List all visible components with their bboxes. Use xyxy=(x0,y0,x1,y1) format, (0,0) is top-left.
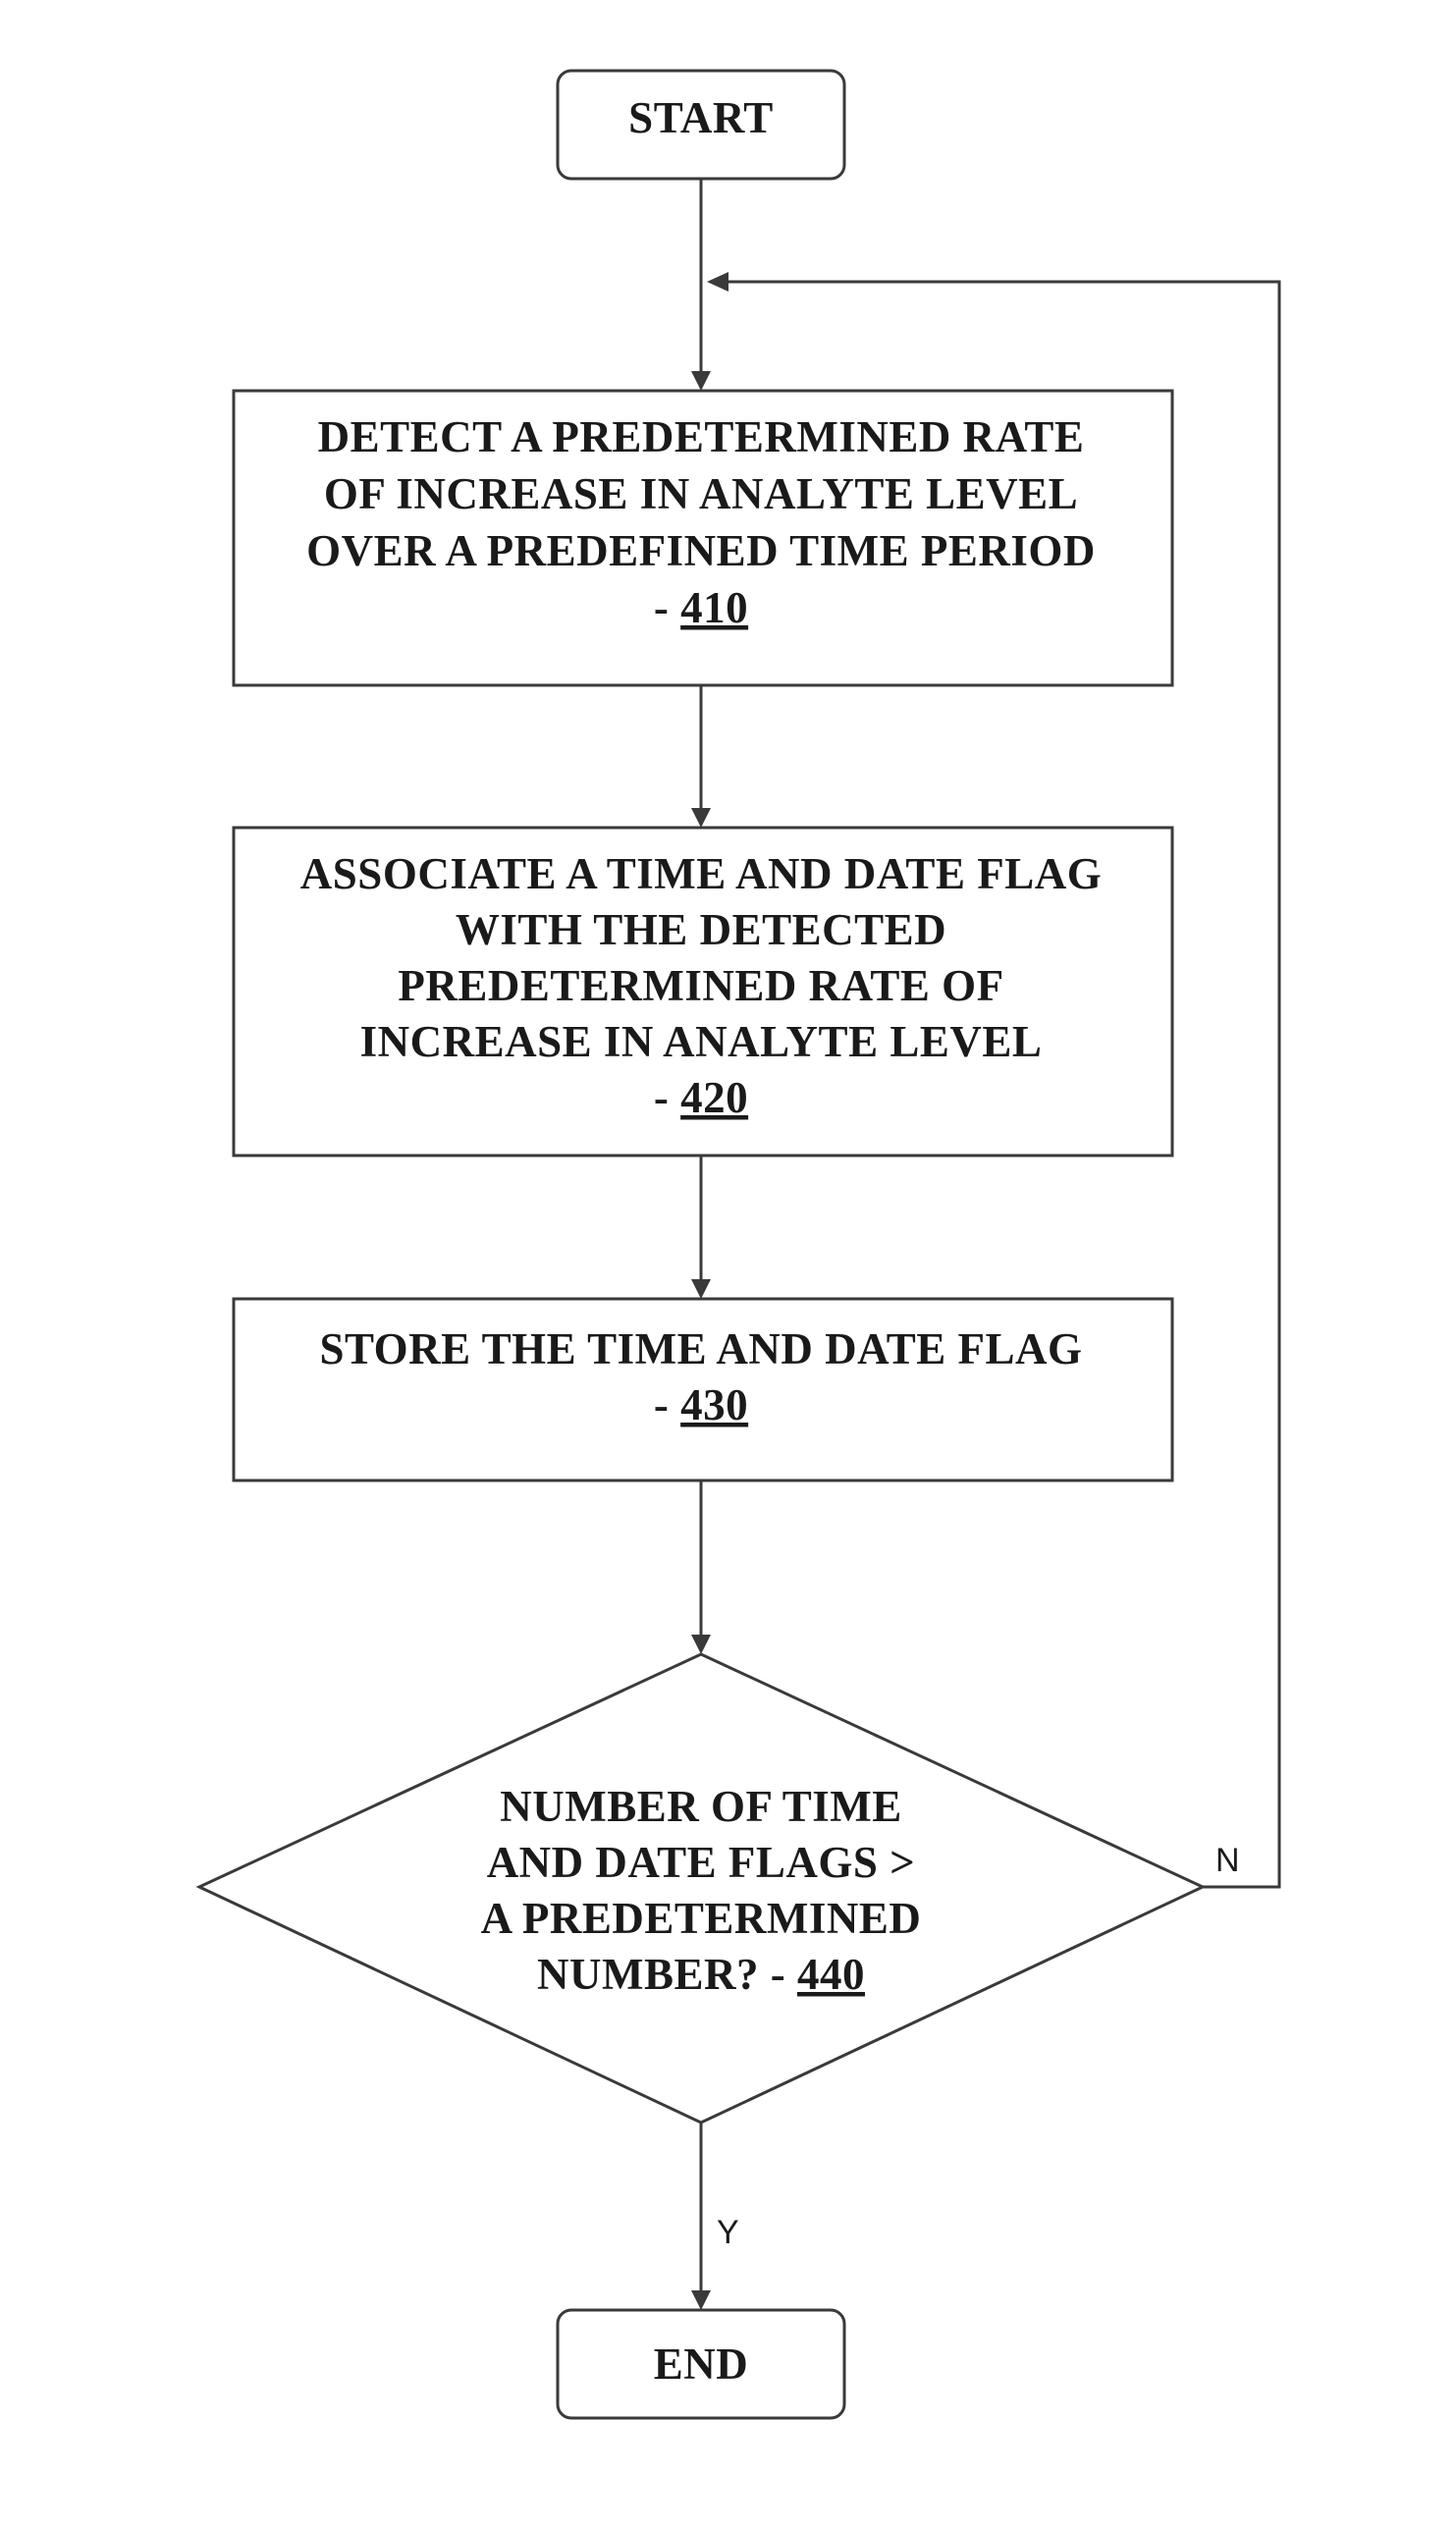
step-420-ref: 420 xyxy=(680,1073,748,1122)
process-step-420: ASSOCIATE A TIME AND DATE FLAG WITH THE … xyxy=(234,828,1172,1156)
step-410-line-2: OF INCREASE IN ANALYTE LEVEL xyxy=(324,469,1078,518)
decision-440-line-2: AND DATE FLAGS > xyxy=(487,1838,916,1887)
step-420-line-4: INCREASE IN ANALYTE LEVEL xyxy=(360,1017,1043,1066)
process-step-430: STORE THE TIME AND DATE FLAG - 430 xyxy=(234,1299,1172,1480)
process-step-410: DETECT A PREDETERMINED RATE OF INCREASE … xyxy=(234,391,1172,685)
decision-440-line-1: NUMBER OF TIME xyxy=(500,1782,902,1831)
arrowhead-440 xyxy=(691,1635,711,1654)
step-410-line-3: OVER A PREDEFINED TIME PERIOD xyxy=(306,526,1096,575)
branch-label-yes: Y xyxy=(717,2214,739,2251)
step-410-ref-line: - 410 xyxy=(654,583,748,632)
step-420-line-2: WITH THE DETECTED xyxy=(456,905,946,954)
decision-diamond-440 xyxy=(199,1654,1203,2123)
decision-440-ref: 440 xyxy=(797,1950,865,1999)
arrowhead-loop-entry xyxy=(707,272,728,292)
arrowhead-420 xyxy=(691,808,711,828)
step-410-line-1: DETECT A PREDETERMINED RATE xyxy=(318,412,1085,461)
end-label: END xyxy=(654,2340,749,2389)
step-420-ref-line: - 420 xyxy=(654,1073,748,1122)
step-410-ref: 410 xyxy=(680,583,748,632)
step-420-line-3: PREDETERMINED RATE OF xyxy=(398,961,1003,1010)
arrowhead-410 xyxy=(691,371,711,391)
decision-440-ref-line: NUMBER? - 440 xyxy=(537,1950,865,1999)
branch-label-no: N xyxy=(1215,1842,1240,1879)
step-430-line-1: STORE THE TIME AND DATE FLAG xyxy=(319,1324,1082,1373)
arrowhead-end xyxy=(691,2290,711,2310)
step-410-prefix: - xyxy=(654,583,680,632)
step-430-prefix: - xyxy=(654,1380,680,1429)
arrowhead-430 xyxy=(691,1279,711,1299)
step-420-line-1: ASSOCIATE A TIME AND DATE FLAG xyxy=(300,849,1102,898)
decision-440: NUMBER OF TIME AND DATE FLAGS > A PREDET… xyxy=(199,1654,1203,2123)
decision-440-prefix: NUMBER? - xyxy=(537,1950,797,1999)
step-430-ref: 430 xyxy=(680,1380,748,1429)
step-430-ref-line: - 430 xyxy=(654,1380,748,1429)
step-420-prefix: - xyxy=(654,1073,680,1122)
end-terminal: END xyxy=(558,2310,844,2418)
decision-440-line-3: A PREDETERMINED xyxy=(481,1894,922,1943)
start-label: START xyxy=(628,93,774,142)
start-terminal: START xyxy=(558,71,844,179)
